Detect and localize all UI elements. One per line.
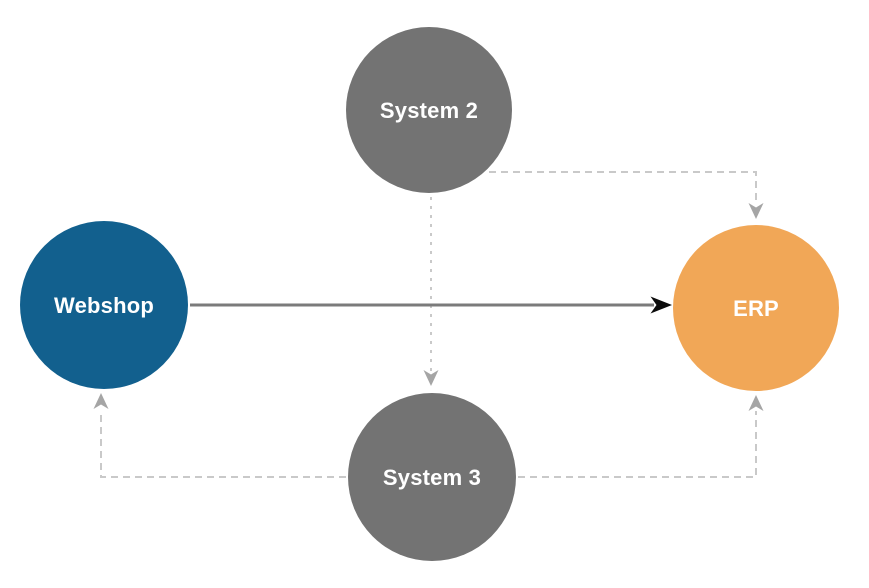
node-system3: System 3 (348, 393, 516, 561)
system3-label: System 3 (383, 465, 481, 490)
edge-system2-to-erp-arrowhead-icon (748, 203, 764, 219)
edge-webshop-to-erp (190, 296, 672, 314)
node-erp: ERP (673, 225, 839, 391)
edge-webshop-to-erp-arrowhead-icon (650, 296, 672, 314)
webshop-circle (20, 221, 188, 389)
erp-circle (673, 225, 839, 391)
edge-system3-to-erp-line (518, 411, 757, 478)
node-layer: Webshop System 2 System 3 ERP (20, 27, 839, 561)
edge-system3-to-webshop-arrowhead-icon (93, 393, 109, 409)
erp-label: ERP (733, 296, 779, 321)
edge-system3-to-erp (518, 395, 764, 478)
edge-system3-to-webshop (93, 393, 346, 478)
webshop-label: Webshop (54, 293, 154, 318)
edge-system3-to-webshop-line (100, 410, 346, 478)
node-system2: System 2 (346, 27, 512, 193)
system2-label: System 2 (380, 98, 478, 123)
edge-system2-to-erp (489, 171, 764, 219)
edge-system2-to-system3 (423, 197, 439, 386)
system3-circle (348, 393, 516, 561)
edge-system3-to-erp-arrowhead-icon (748, 395, 764, 411)
edge-layer (93, 171, 764, 478)
system2-circle (346, 27, 512, 193)
edge-system2-to-erp-line (489, 171, 757, 203)
node-webshop: Webshop (20, 221, 188, 389)
edge-system2-to-system3-arrowhead-icon (423, 370, 439, 386)
